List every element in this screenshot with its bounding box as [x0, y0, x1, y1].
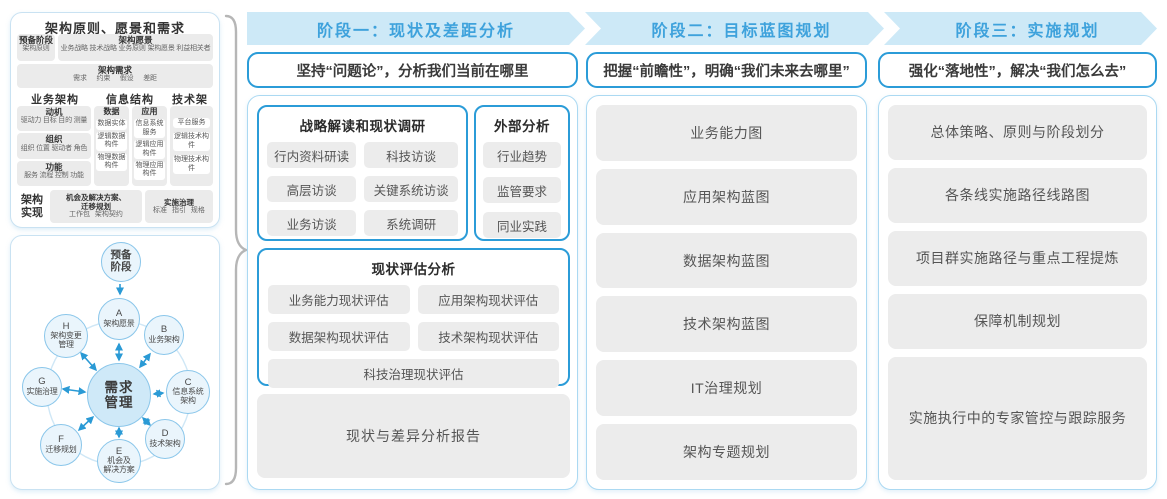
technology-column: 平台服务 逻辑技术构件 物理技术构件	[170, 106, 213, 186]
phase-1-subtitle: 坚持“问题论”，分析我们当前在哪里	[247, 52, 578, 88]
external-item: 行业趋势	[483, 142, 561, 168]
phase-2-panel: 业务能力图 应用架构蓝图 数据架构蓝图 技术架构蓝图 IT治理规划 架构专题规划	[586, 95, 867, 490]
node-e-opportunities: E 机会及 解决方案	[97, 439, 141, 483]
deliverable-item: 保障机制规划	[888, 293, 1147, 349]
data-item: 物理数据构件	[96, 152, 127, 172]
organization-box: 组织 组织 位置 驱动者 角色	[17, 133, 91, 159]
node-h-change-mgmt: H 架构变更 管理	[44, 314, 88, 358]
info-structure-header: 信息结构	[106, 94, 154, 106]
deliverable-item: 技术架构蓝图	[596, 296, 857, 353]
deliverable-item: 实施执行中的专家管控与跟踪服务	[888, 356, 1147, 480]
deliverable-item: 应用架构蓝图	[596, 168, 857, 225]
phase-1-band: 阶段一：现状及差距分析	[247, 12, 585, 45]
realization-label: 架构 实现	[21, 193, 43, 219]
external-analysis-box: 外部分析 行业趋势 监管要求 同业实践	[474, 105, 570, 241]
node-d-technology: D 技术架构	[145, 419, 185, 459]
research-item: 系统调研	[364, 210, 458, 236]
architecture-content-panel: 架构原则、愿景和需求 预备阶段 架构原则 架构愿景 业务战略 技术战略 业务原则…	[10, 12, 220, 228]
node-b-business: B 业务架构	[144, 315, 184, 355]
gap-analysis-report-box: 现状与差异分析报告	[257, 394, 570, 478]
research-box: 战略解读和现状调研 行内资料研读 科技访谈 高层访谈 关键系统访谈 业务访谈 系…	[257, 105, 468, 241]
tech-item: 平台服务	[173, 118, 210, 129]
requirements-mgmt-circle: 需求 管理	[87, 363, 151, 427]
assessment-item: 科技治理现状评估	[268, 359, 559, 388]
phase-2-subtitle: 把握“前瞻性”，明确“我们未来去哪里”	[586, 52, 867, 88]
node-g-governance: G 实施治理	[22, 367, 62, 407]
external-item: 同业实践	[483, 212, 561, 238]
assessment-item: 业务能力现状评估	[268, 285, 410, 314]
phase-3-band: 阶段三：实施规划	[884, 12, 1157, 45]
node-a-vision: A 架构愿景	[98, 298, 140, 340]
data-column: 数据 数据实体 逻辑数据构件 物理数据构件	[94, 106, 129, 186]
phase-3-subtitle: 强化“落地性”，解决“我们怎么去”	[878, 52, 1157, 88]
deliverable-item: 总体策略、原则与阶段划分	[888, 105, 1147, 160]
data-item: 数据实体	[96, 119, 127, 130]
business-arch-header: 业务架构	[31, 94, 79, 106]
assessment-item: 应用架构现状评估	[417, 285, 559, 314]
external-item: 监管要求	[483, 177, 561, 203]
research-grid: 行内资料研读 科技访谈 高层访谈 关键系统访谈 业务访谈 系统调研	[267, 142, 458, 236]
architecture-vision-box: 架构愿景 业务战略 技术战略 业务原则 架构愿景 利益相关者	[58, 34, 213, 61]
brace-connector	[224, 14, 249, 486]
node-f-migration: F 迁移规划	[40, 424, 82, 466]
motivation-box: 动机 驱动力 目标 目的 测量	[17, 106, 91, 132]
business-column: 动机 驱动力 目标 目的 测量 组织 组织 位置 驱动者 角色 功能 服务 流程…	[17, 106, 91, 186]
phase-3-panel: 总体策略、原则与阶段划分 各条线实施路径线路图 项目群实施路径与重点工程提炼 保…	[878, 95, 1157, 490]
app-item: 信息系统服务	[134, 119, 165, 139]
node-c-infosys: C 信息系统 架构	[166, 370, 210, 414]
section-headers: 业务架构 信息结构 技术架构	[17, 91, 213, 123]
deliverable-item: 项目群实施路径与重点工程提炼	[888, 230, 1147, 286]
assessment-grid: 业务能力现状评估 应用架构现状评估 数据架构现状评估 技术架构现状评估 科技治理…	[268, 285, 559, 388]
deliverable-item: 各条线实施路径线路图	[888, 167, 1147, 223]
deliverable-item: 数据架构蓝图	[596, 232, 857, 289]
application-column: 应用 信息系统服务 逻辑应用构件 物理应用构件	[132, 106, 167, 186]
research-item: 科技访谈	[364, 142, 458, 168]
research-item: 高层访谈	[267, 176, 357, 202]
assessment-item: 技术架构现状评估	[417, 322, 559, 351]
architecture-requirements-box: 架构需求 需求 约束 假设 差距	[17, 64, 213, 88]
app-item: 物理应用构件	[134, 160, 165, 180]
phase-1-panel: 战略解读和现状调研 行内资料研读 科技访谈 高层访谈 关键系统访谈 业务访谈 系…	[247, 95, 578, 490]
phase-2-band: 阶段二：目标蓝图规划	[585, 12, 884, 45]
tech-item: 物理技术构件	[173, 155, 210, 174]
deliverable-item: 架构专题规划	[596, 424, 857, 480]
research-item: 行内资料研读	[267, 142, 357, 168]
prep-phase-circle: 预备 阶段	[101, 242, 141, 282]
assessment-item: 数据架构现状评估	[268, 322, 410, 351]
assessment-box: 现状评估分析 业务能力现状评估 应用架构现状评估 数据架构现状评估 技术架构现状…	[257, 248, 570, 388]
opportunities-migration-box: 机会及解决方案、 迁移规划 工作包 架构契约	[50, 190, 142, 223]
deliverable-item: IT治理规划	[596, 360, 857, 417]
external-list: 行业趋势 监管要求 同业实践	[483, 142, 561, 238]
architecture-columns: 动机 驱动力 目标 目的 测量 组织 组织 位置 驱动者 角色 功能 服务 流程…	[17, 106, 213, 186]
research-item: 业务访谈	[267, 210, 357, 236]
prep-vision-row: 预备阶段 架构原则 架构愿景 业务战略 技术战略 业务原则 架构愿景 利益相关者	[17, 34, 213, 61]
deliverable-item: 业务能力图	[596, 105, 857, 161]
panel-title: 架构原则、愿景和需求	[44, 21, 185, 36]
realization-row: 架构 实现 机会及解决方案、 迁移规划 工作包 架构契约 实施治理 标准 指引 …	[17, 190, 213, 223]
function-box: 功能 服务 流程 控制 功能	[17, 160, 91, 186]
data-item: 逻辑数据构件	[96, 131, 127, 151]
adm-cycle-panel: 预备 阶段 需求 管理 A 架构愿景 B 业务架构 C 信息系统 架构 D 技术…	[10, 235, 220, 490]
prep-phase-box: 预备阶段 架构原则	[17, 34, 55, 61]
tech-item: 逻辑技术构件	[173, 132, 210, 152]
implementation-governance-box: 实施治理 标准 指引 规格	[144, 190, 213, 223]
app-item: 逻辑应用构件	[134, 140, 165, 159]
research-item: 关键系统访谈	[364, 176, 458, 202]
